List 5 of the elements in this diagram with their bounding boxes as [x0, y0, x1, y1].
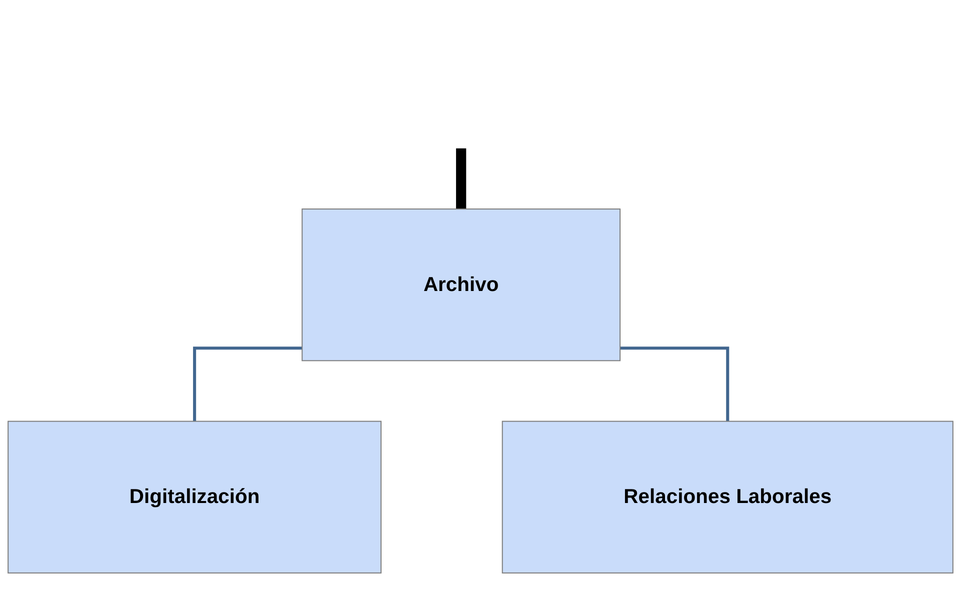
node-box: Relaciones Laborales: [502, 420, 954, 574]
connector: [620, 346, 730, 422]
node-box: Archivo: [302, 208, 621, 362]
connector: [193, 346, 302, 422]
node-box: Digitalización: [8, 420, 382, 574]
